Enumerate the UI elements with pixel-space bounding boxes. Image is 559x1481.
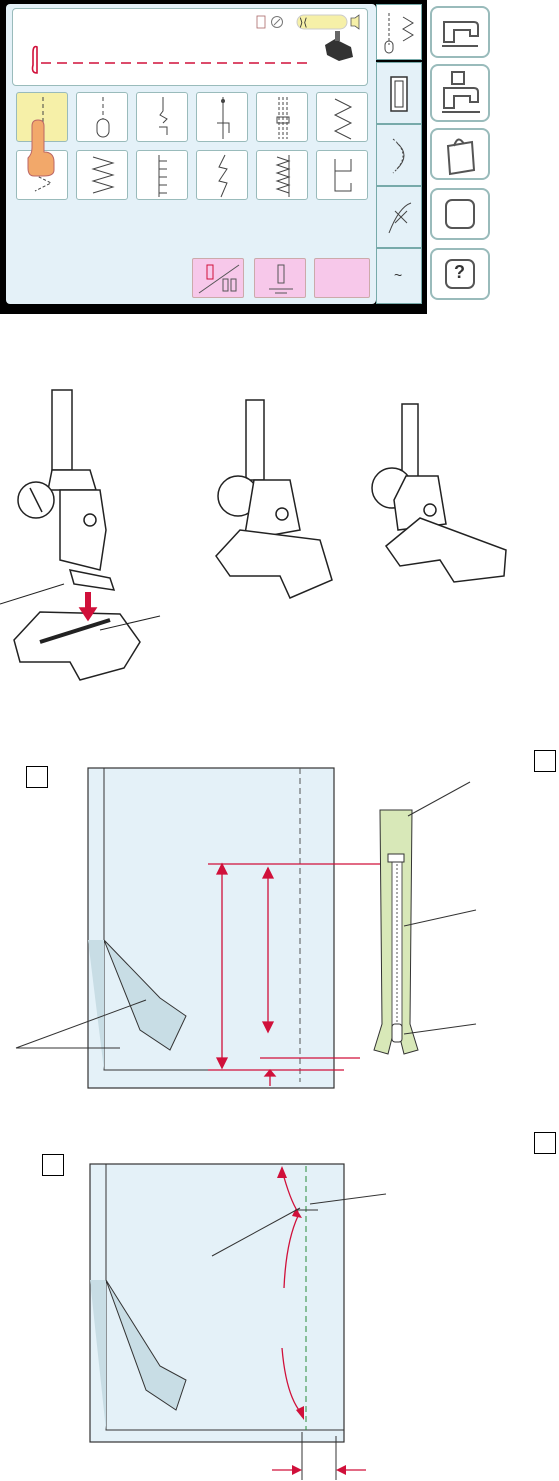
step-label-box-c-right: [534, 1132, 556, 1154]
blank-pink-button[interactable]: [314, 258, 370, 298]
stitch-button-triple-straight[interactable]: [256, 92, 308, 142]
stitch-preview: ⟩⟨: [13, 9, 367, 85]
stitch-button-overcast[interactable]: [256, 150, 308, 200]
machine-icon: [430, 6, 490, 58]
zipper-sewing-diagram: [0, 1160, 559, 1481]
alphabet-tab[interactable]: ~: [376, 248, 422, 304]
utility-tab[interactable]: [376, 4, 422, 60]
machine-with-module-button[interactable]: [430, 64, 490, 122]
presser-feet-illustration: [0, 380, 559, 710]
bag-icon: [430, 128, 490, 180]
help-button[interactable]: ?: [430, 248, 490, 300]
stitch-button-triple-zigzag[interactable]: [76, 150, 128, 200]
stitch-display-panel: ⟩⟨: [6, 4, 376, 304]
buttonhole-tab[interactable]: [376, 62, 422, 124]
machine-lcd-screen: ⟩⟨: [0, 0, 427, 314]
zipper-illustration: [374, 810, 418, 1054]
stitch-button-lightning-zigzag[interactable]: [196, 150, 248, 200]
twin-needle-button[interactable]: [192, 258, 244, 298]
presser-foot-attaching: [0, 390, 160, 680]
blank-button[interactable]: [430, 188, 490, 240]
stitch-button-blind-hem[interactable]: [316, 150, 368, 200]
stitch-info-box: ⟩⟨: [12, 8, 368, 86]
machine-button[interactable]: [430, 6, 490, 58]
svg-text:⟩⟨: ⟩⟨: [299, 16, 308, 29]
help-label: ?: [454, 262, 465, 283]
stitch-button-stretch[interactable]: [136, 150, 188, 200]
finger-pointer-icon: [24, 118, 64, 178]
presser-foot-attached: [216, 400, 332, 598]
stitch-button-bartack[interactable]: [76, 92, 128, 142]
machine-with-module-icon: [430, 64, 490, 122]
stitch-button-lightning[interactable]: [136, 92, 188, 142]
alphabet-tab-label: ~: [394, 267, 402, 283]
applique-tab[interactable]: [376, 124, 422, 186]
stitch-button-bar[interactable]: [196, 92, 248, 142]
presser-foot-raised: [372, 404, 506, 582]
bag-button[interactable]: [430, 128, 490, 180]
stitch-button-zigzag[interactable]: [316, 92, 368, 142]
zipper-measurement-diagram: [0, 760, 559, 1090]
decorative-tab[interactable]: [376, 186, 422, 248]
needle-stop-button[interactable]: [254, 258, 306, 298]
